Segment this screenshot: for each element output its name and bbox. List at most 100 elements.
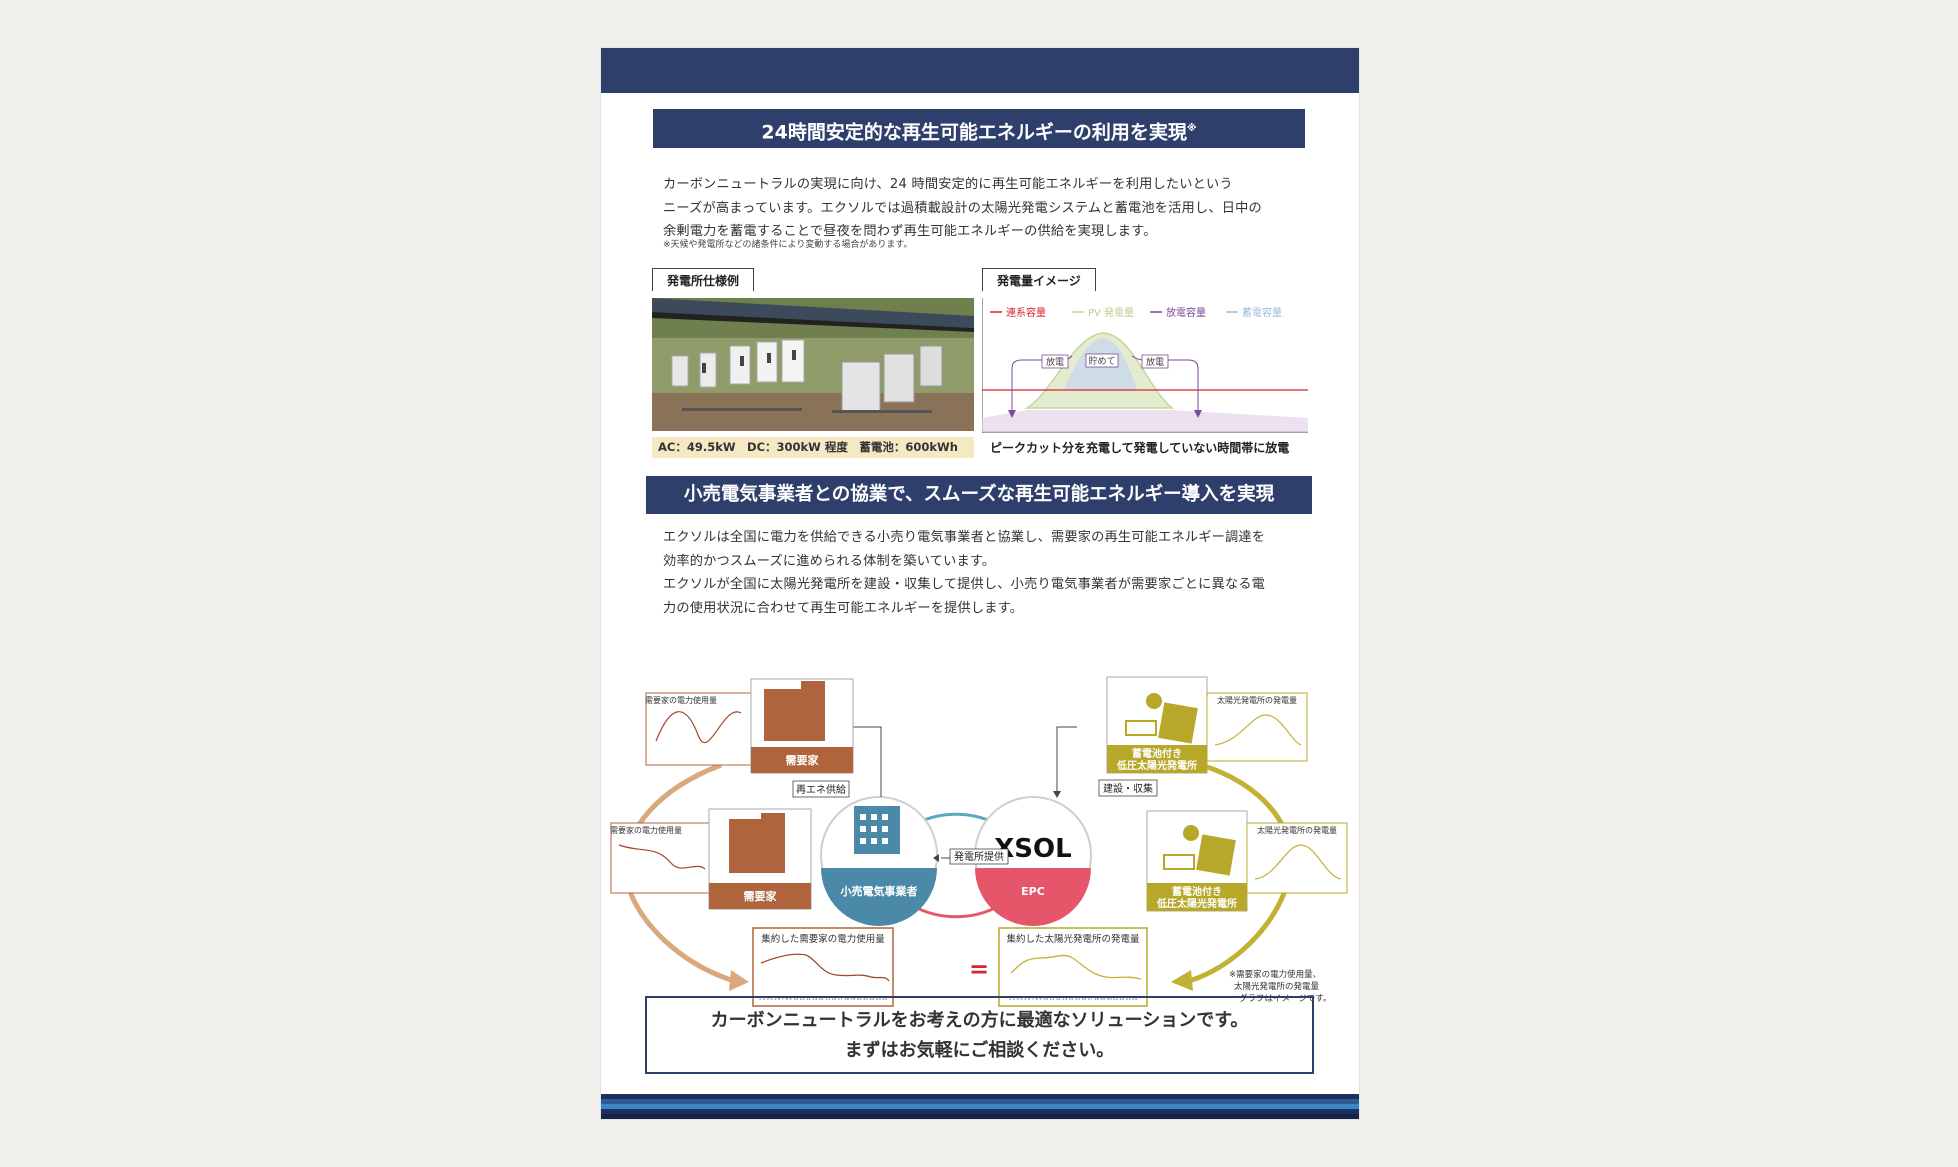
arrowhead-right <box>1194 410 1202 418</box>
label-store: 貯めて <box>1088 356 1115 367</box>
footer-stripes <box>601 1094 1359 1119</box>
business-diagram-svg: 小売電気事業者 XSOL EPC 発電所提供 再エネ供給 建設・収集 需要家の電… <box>610 676 1348 1007</box>
agg-consumer-curve <box>760 953 890 982</box>
discharge-arrow-right <box>1131 355 1199 416</box>
plant-mid-graph-label: 太陽光発電所の発電量 <box>1257 825 1337 835</box>
diagram-note-2: 太陽光発電所の発電量 <box>1234 981 1320 992</box>
chart-legend: 連系容量 PV 発電量 放電容量 蓄電容量 <box>990 306 1282 319</box>
plant-mid-curve <box>1254 844 1342 880</box>
section2-line4: 力の使用状況に合わせて再生可能エネルギーを提供します。 <box>663 600 1024 616</box>
plant-top-label-1: 蓄電池付き <box>1132 747 1182 760</box>
sun-icon-top <box>1146 693 1162 709</box>
xsol-circle-band <box>975 868 1091 926</box>
agg-plant-label: 集約した太陽光発電所の発電量 <box>1006 933 1140 945</box>
business-diagram: 小売電気事業者 XSOL EPC 発電所提供 再エネ供給 建設・収集 需要家の電… <box>601 623 1359 1038</box>
chart-caption: ピークカット分を充電して発電していない時間帯に放電 <box>990 441 1290 455</box>
agg-consumer-label: 集約した需要家の電力使用量 <box>761 933 885 945</box>
battery-icon-top <box>1125 720 1157 736</box>
agg-consumer-box <box>752 927 894 1007</box>
plant-top-graph-label: 太陽光発電所の発電量 <box>1217 695 1297 705</box>
section2-body: エクソルは全国に電力を供給できる小売り電気事業者と協業し、需要家の再生可能エネル… <box>663 526 1303 620</box>
label-box-discharge-1 <box>1041 354 1069 369</box>
section2-line3: エクソルが全国に太陽光発電所を建設・収集して提供し、小売り電気事業者が需要家ごと… <box>663 577 1266 592</box>
label-discharge-2: 放電 <box>1146 356 1164 368</box>
plant-photo-illustration <box>652 298 974 431</box>
solar-panel-icon-mid <box>1196 834 1236 876</box>
top-band <box>601 48 1359 93</box>
consumer-mid-curve <box>618 844 706 870</box>
section1-body: カーボンニュートラルの実現に向け、24 時間安定的に再生可能エネルギーを利用した… <box>663 173 1303 244</box>
diagram-note-1: ※需要家の電力使用量、 <box>1229 969 1321 980</box>
section1-line1: カーボンニュートラルの実現に向け、24 時間安定的に再生可能エネルギーを利用した… <box>663 177 1233 192</box>
discharge-arrow-left <box>1011 355 1073 416</box>
section1-note: ※天候や発電所などの諸条件により変動する場合があります。 <box>663 240 913 250</box>
legend-discharge: 放電容量 <box>1166 306 1206 319</box>
plant-mid-graph <box>1246 822 1348 894</box>
plant-top-graph <box>1206 692 1308 762</box>
diagram-note-3: グラフはイメージです。 <box>1239 993 1331 1004</box>
consumer-top-graph <box>645 692 752 766</box>
retailer-circle-band <box>821 868 937 926</box>
build-arrow <box>1056 726 1077 793</box>
supply-arrow <box>853 726 882 797</box>
stripe-4 <box>601 1109 1359 1114</box>
cta-line1: カーボンニュートラルをお考えの方に最適なソリューションです。 <box>710 1010 1249 1031</box>
discharge-area <box>982 410 1308 432</box>
plant-mid-label-2: 低圧太陽光発電所 <box>1156 897 1237 910</box>
heading-mark: ※ <box>1186 123 1197 134</box>
section2-line2: 効率的かつスムーズに進められる体制を築いています。 <box>663 553 996 569</box>
consumer-top-graph-label: 需要家の電力使用量 <box>645 695 717 705</box>
consumer-mid-label: 需要家 <box>744 889 778 903</box>
agg-plant-axis: 1 2 3 4 5 6 7 8 9 10 11 12 13 14 15 16 1… <box>1009 996 1138 1001</box>
right-flow-arrowhead <box>1171 970 1193 991</box>
plant-top-label-band <box>1107 745 1207 773</box>
left-flow-arrowhead <box>729 970 749 991</box>
consumer-mid-label-band <box>709 883 811 909</box>
stripe-2 <box>601 1099 1359 1104</box>
legend-storage: 蓄電容量 <box>1242 306 1282 319</box>
build-tag-box <box>1098 779 1158 797</box>
power-chart-svg: 連系容量 PV 発電量 放電容量 蓄電容量 放電 貯めて 放電 <box>981 298 1308 433</box>
section1-line3: 余剰電力を蓄電することで昼夜を問わず再生可能エネルギーの供給を実現します。 <box>663 224 1157 239</box>
plant-mid-label-1: 蓄電池付き <box>1172 885 1222 898</box>
consumer-mid-graph <box>610 822 712 894</box>
provide-tag-box <box>949 848 1009 865</box>
section2-heading: 小売電気事業者との協業で、スムーズな再生可能エネルギー導入を実現 <box>646 476 1312 514</box>
section2-line1: エクソルは全国に電力を供給できる小売り電気事業者と協業し、需要家の再生可能エネル… <box>663 530 1266 545</box>
provide-tag: 発電所提供 <box>954 850 1004 863</box>
sun-icon-mid <box>1183 825 1199 841</box>
stripe-1 <box>601 1094 1359 1099</box>
agg-plant-curve <box>1010 954 1142 980</box>
legend-pv: PV 発電量 <box>1088 306 1134 319</box>
section1-heading-text: 24時間安定的な再生可能エネルギーの利用を実現 <box>761 121 1187 144</box>
cta-box: カーボンニュートラルをお考えの方に最適なソリューションです。 まずはお気軽にご相… <box>645 996 1314 1074</box>
plant-top-curve <box>1214 714 1302 746</box>
consumer-top-curve <box>655 711 742 744</box>
power-chart: 連系容量 PV 発電量 放電容量 蓄電容量 放電 貯めて 放電 <box>981 298 1308 433</box>
photo-tag: 発電所仕様例 <box>652 268 755 291</box>
build-tag: 建設・収集 <box>1103 782 1153 795</box>
supply-tag-box <box>792 780 850 798</box>
label-discharge-1: 放電 <box>1046 356 1064 368</box>
legend-grid: 連系容量 <box>1006 306 1046 319</box>
label-box-discharge-2 <box>1141 354 1169 369</box>
supply-tag: 再エネ供給 <box>796 783 846 796</box>
agg-plant-box <box>998 927 1148 1007</box>
consumer-top-label-band <box>751 747 853 773</box>
consumer-mid-graph-label: 需要家の電力使用量 <box>610 825 682 835</box>
section1-heading: 24時間安定的な再生可能エネルギーの利用を実現※ <box>653 109 1305 148</box>
epc-label: EPC <box>1021 885 1045 898</box>
agg-consumer-axis: 1 2 3 4 5 6 7 8 9 10 11 12 13 14 15 16 1… <box>759 996 888 1001</box>
plant-photo <box>652 298 974 431</box>
plant-spec: AC：49.5kW DC：300kW 程度 蓄電池：600kWh <box>652 437 974 458</box>
solar-panel-icon-top <box>1158 702 1198 744</box>
consumer-top-label: 需要家 <box>786 753 820 767</box>
plant-mid-label-band <box>1147 883 1247 911</box>
chart-tag: 発電量イメージ <box>982 268 1096 291</box>
arrowhead-left <box>1008 410 1016 418</box>
stripe-3 <box>601 1104 1359 1109</box>
stripe-5 <box>601 1114 1359 1119</box>
label-box-store <box>1085 353 1119 368</box>
section1-line2: ニーズが高まっています。エクソルでは過積載設計の太陽光発電システムと蓄電池を活用… <box>663 200 1262 216</box>
equal-sign: = <box>969 955 989 983</box>
